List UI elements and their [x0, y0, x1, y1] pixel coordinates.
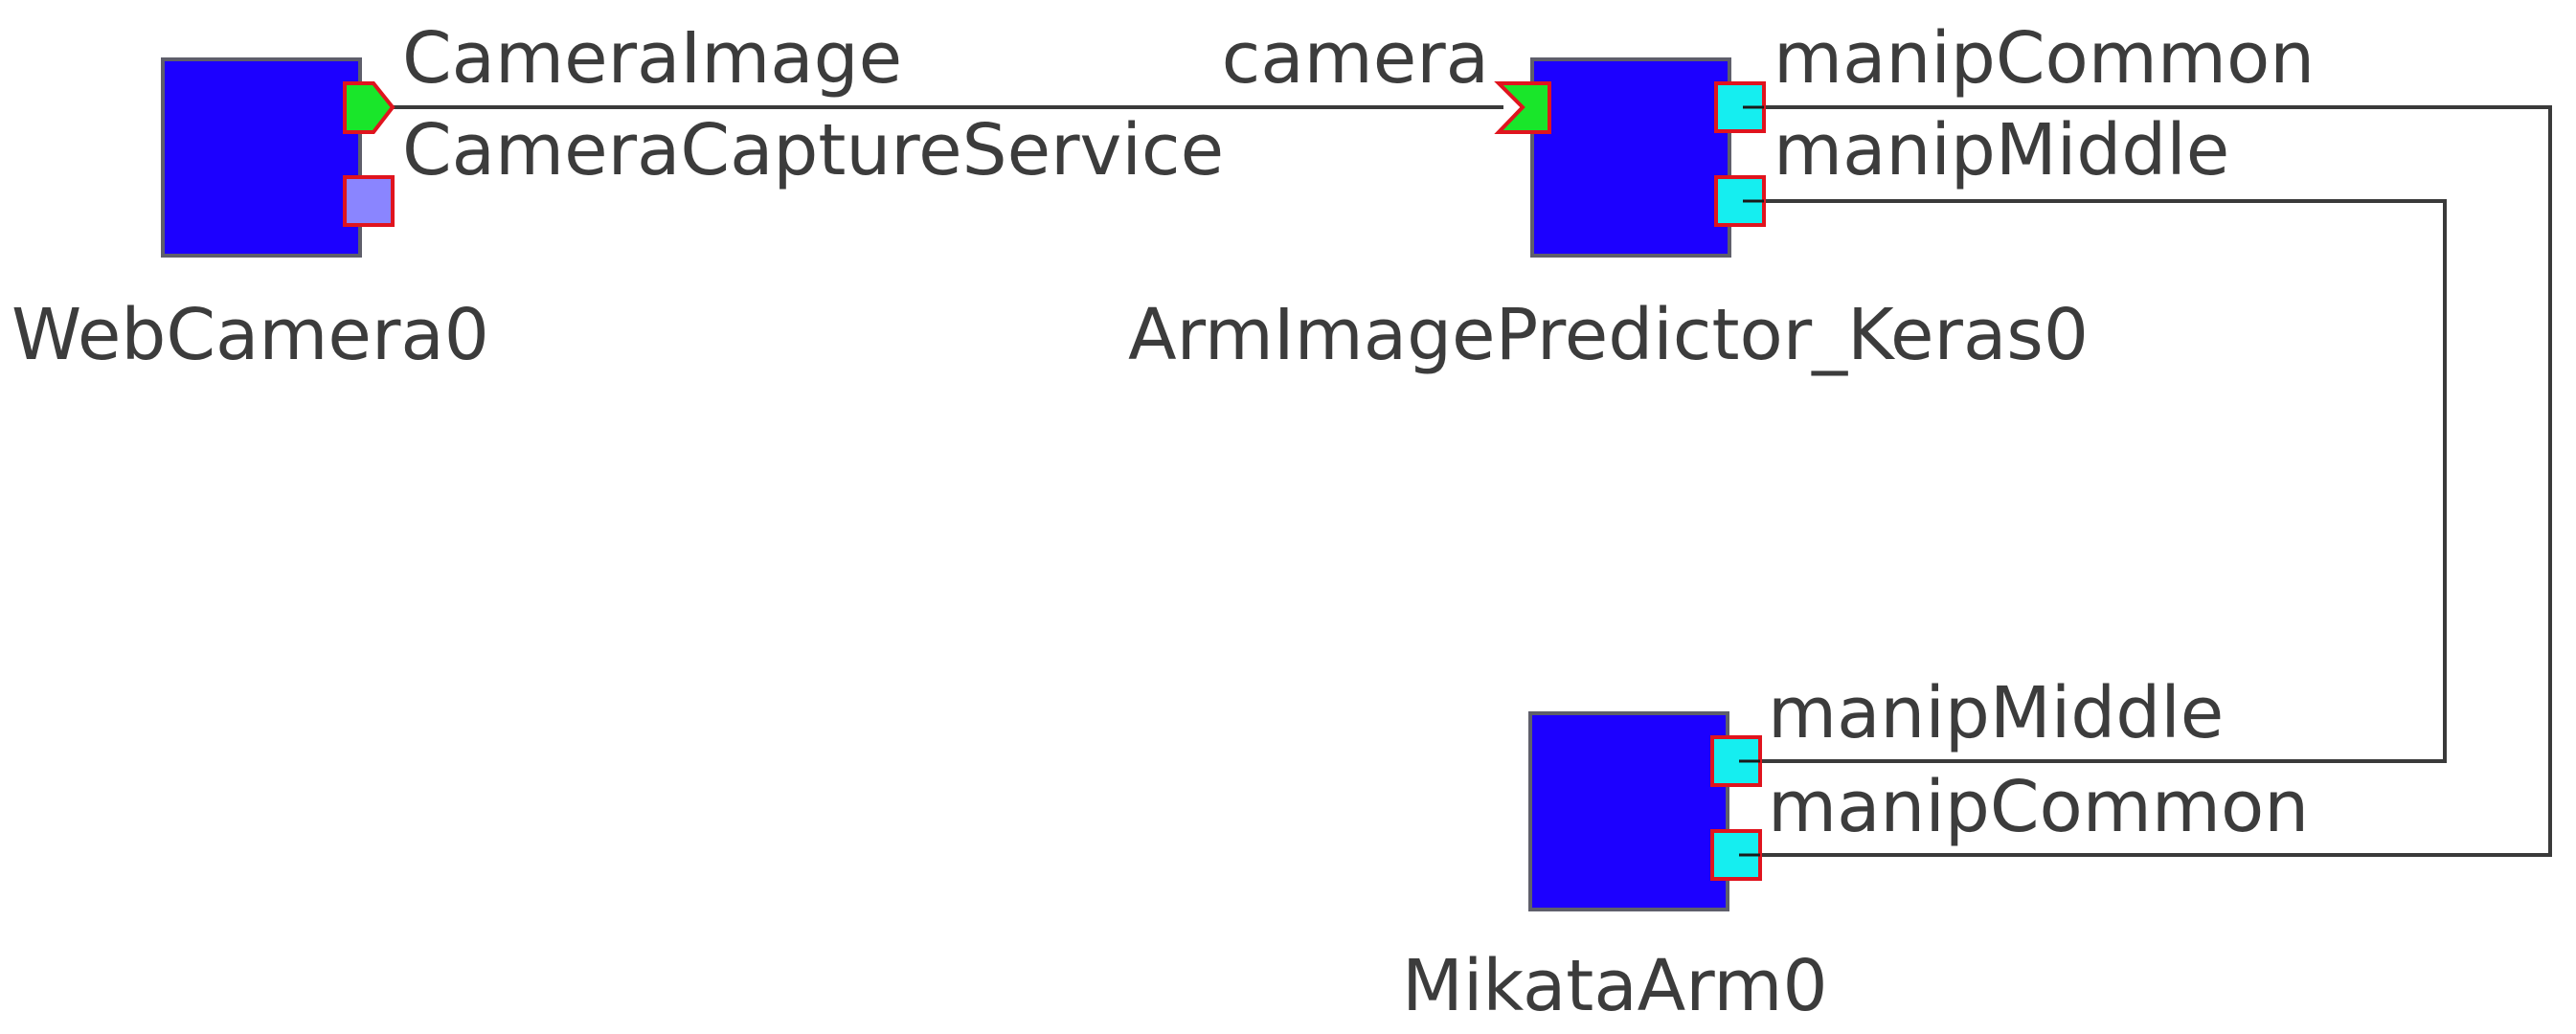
component-armimagepredictor[interactable]: camera manipCommon manipMiddle ArmImageP…	[1128, 17, 2315, 376]
component-name-armimagepredictor: ArmImagePredictor_Keras0	[1128, 294, 2089, 376]
port-label-manipcommon: manipCommon	[1768, 766, 2309, 848]
component-body[interactable]	[161, 57, 362, 258]
serviceport-provided-icon[interactable]	[343, 175, 395, 227]
port-label-camera: camera	[1222, 17, 1489, 100]
component-body[interactable]	[1530, 57, 1731, 258]
component-name-webcamera0: WebCamera0	[11, 294, 489, 376]
component-webcamera0[interactable]: CameraImage CameraCaptureService WebCame…	[11, 17, 1224, 376]
connections	[393, 105, 2552, 857]
port-label-cameraimage: CameraImage	[402, 17, 902, 100]
dataport-out-icon[interactable]	[343, 81, 395, 134]
component-mikataarm0[interactable]: manipMiddle manipCommon MikataArm0	[1402, 672, 2309, 1027]
wire-manipcommon-link[interactable]	[1760, 105, 2552, 857]
component-body[interactable]	[1528, 711, 1729, 911]
port-label-manipmiddle: manipMiddle	[1774, 109, 2229, 191]
component-name-mikataarm0: MikataArm0	[1402, 945, 1828, 1027]
port-label-manipcommon: manipCommon	[1774, 17, 2315, 100]
port-label-manipmiddle: manipMiddle	[1768, 672, 2224, 754]
wire-manipmiddle-link[interactable]	[1760, 199, 2447, 763]
dataport-in-icon[interactable]	[1494, 81, 1551, 134]
port-label-cameracaptureservice: CameraCaptureService	[402, 109, 1224, 191]
